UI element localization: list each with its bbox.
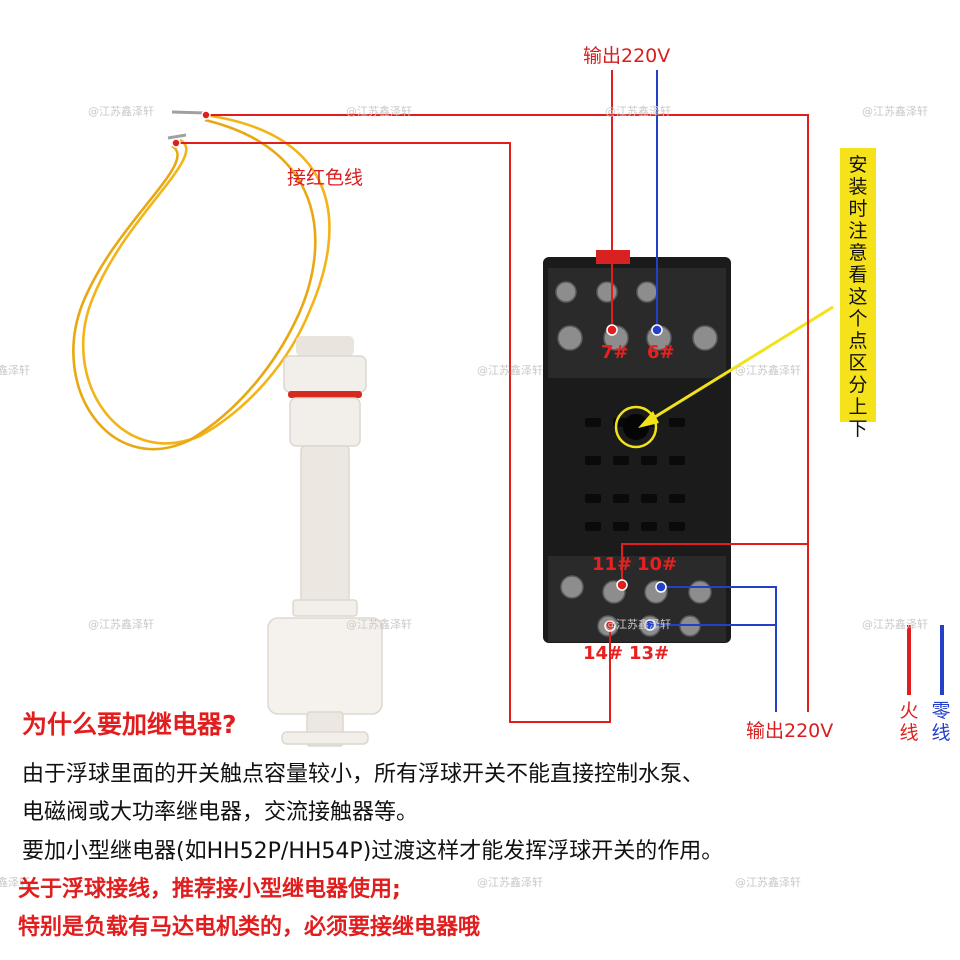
why-relay-heading: 为什么要加继电器? — [22, 710, 237, 739]
output-220v-bottom-label: 输出220V — [746, 720, 834, 742]
watermark: @江苏鑫泽轩 — [735, 364, 801, 377]
wire-tip-2 — [167, 133, 187, 140]
output-220v-top-label: 输出220V — [583, 45, 671, 67]
relay-socket — [543, 250, 731, 643]
recommendation-line-2: 特别是负载有马达电机类的，必须要接继电器哦 — [18, 915, 481, 940]
terminal-dots — [171, 110, 667, 632]
watermark: @江苏鑫泽轩 — [346, 105, 412, 118]
pin-6-label: 6# — [647, 342, 675, 363]
float-nut — [283, 355, 367, 393]
live-wire-label: 火线 — [899, 700, 919, 744]
float-upper-sleeve — [289, 397, 361, 447]
wire-float-to-pin14 — [176, 142, 611, 723]
install-note-text: 安装时注意看这个点区分上下 — [848, 154, 868, 440]
install-pointer-arrow — [638, 411, 659, 428]
pin-11-label: 11# — [592, 554, 633, 575]
watermark: @江苏鑫泽轩 — [0, 364, 30, 377]
float-oring — [288, 391, 362, 398]
install-pointer-line — [649, 305, 834, 422]
pin-14-label: 14# — [583, 643, 624, 664]
wire-pin10 — [661, 586, 777, 712]
live-wiring — [176, 70, 809, 723]
float-clip — [281, 731, 369, 745]
watermark: @江苏鑫泽轩 — [862, 105, 928, 118]
orientation-hole — [623, 414, 649, 440]
float-stem — [300, 445, 350, 603]
float-stop — [292, 599, 358, 617]
neutral-wiring — [650, 70, 777, 712]
neutral-wire-label: 零线 — [931, 700, 951, 744]
orientation-highlight — [614, 405, 658, 449]
pin-13-label: 13# — [629, 643, 670, 664]
float-wire-2 — [72, 118, 317, 451]
watermark: @江苏鑫泽轩 — [862, 618, 928, 631]
screws-row-1 — [555, 281, 658, 303]
watermark: @江苏鑫泽轩 — [477, 364, 543, 377]
pin-10-label: 10# — [637, 554, 678, 575]
watermark: @江苏鑫泽轩 — [735, 876, 801, 889]
float-ball — [267, 617, 383, 715]
screws-row-2 — [557, 325, 718, 351]
explanation-line-1: 由于浮球里面的开关触点容量较小，所有浮球开关不能直接控制水泵、 — [22, 762, 705, 787]
explanation-line-3: 要加小型继电器(如HH52P/HH54P)过渡这样才能发挥浮球开关的作用。 — [22, 839, 724, 864]
wire-tip-1 — [171, 110, 207, 115]
watermark: @江苏鑫泽轩 — [88, 105, 154, 118]
watermark: @江苏鑫泽轩 — [88, 618, 154, 631]
connect-red-wire-label: 接红色线 — [287, 167, 364, 189]
float-wire-1 — [81, 113, 331, 445]
watermark: @江苏鑫泽轩 — [477, 876, 543, 889]
watermark: @江苏鑫泽轩 — [346, 618, 412, 631]
pin-7-label: 7# — [601, 342, 629, 363]
watermark: @江苏鑫泽轩 — [605, 105, 671, 118]
recommendation-line-1: 关于浮球接线，推荐接小型继电器使用; — [18, 877, 401, 902]
watermark: @江苏鑫泽轩 — [605, 618, 671, 631]
float-cap — [296, 336, 354, 356]
relay-upper-terminals — [548, 268, 726, 378]
float-switch — [72, 110, 383, 747]
watermark: @江苏鑫泽轩 — [0, 876, 30, 889]
explanation-line-2: 电磁阀或大功率继电器，交流接触器等。 — [22, 800, 419, 825]
install-note-box — [840, 148, 876, 422]
